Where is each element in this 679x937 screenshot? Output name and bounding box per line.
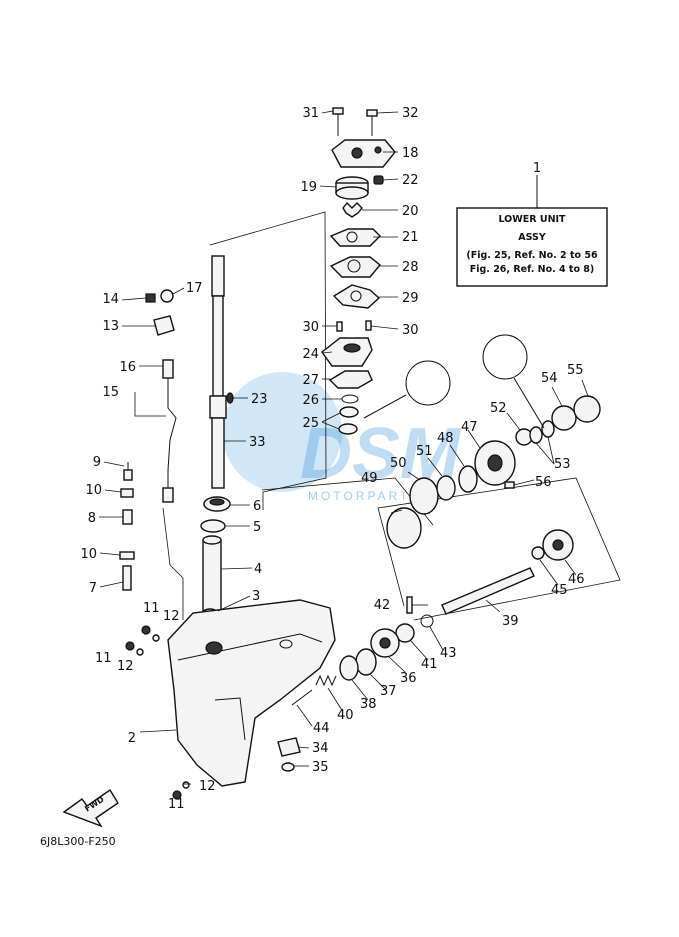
callout-43: 43 (440, 646, 457, 661)
callout-55: 55 (567, 363, 584, 378)
watermark: DSM MOTORPARTS (222, 372, 462, 503)
callout-labels: 1 2 3 4 5 6 7 8 9 10 10 11 11 11 12 12 1… (80, 106, 584, 812)
drive-shaft (200, 255, 234, 620)
callout-3: 3 (252, 589, 260, 604)
callout-49: 49 (361, 471, 378, 486)
assy-info-box: LOWER UNIT ASSY (Fig. 25, Ref. No. 2 to … (456, 175, 608, 287)
callout-17: 17 (186, 281, 203, 296)
callout-8: 8 (88, 511, 96, 526)
small-fasteners (125, 625, 190, 800)
callout-2: 2 (128, 731, 136, 746)
callout-40: 40 (337, 708, 354, 723)
drawing-code: 6J8L300-F250 (40, 835, 116, 848)
callout-6: 6 (253, 499, 261, 514)
callout-48: 48 (437, 431, 454, 446)
callout-21: 21 (402, 230, 419, 245)
callout-14: 14 (102, 292, 119, 307)
callout-24: 24 (302, 347, 319, 362)
forward-arrow-icon: FWD (62, 789, 119, 828)
callout-42: 42 (374, 598, 391, 613)
lower-unit-housing (167, 599, 336, 787)
callout-53: 53 (554, 457, 571, 472)
callout-39: 39 (502, 614, 519, 629)
callout-44: 44 (313, 721, 330, 736)
callout-34: 34 (312, 741, 329, 756)
callout-31: 31 (302, 106, 319, 121)
callout-37: 37 (380, 684, 397, 699)
watermark-text: DSM (300, 414, 462, 494)
callout-35: 35 (312, 760, 329, 775)
callout-33: 33 (249, 435, 266, 450)
callout-15: 15 (102, 385, 119, 400)
callout-20: 20 (402, 204, 419, 219)
callout-38: 38 (360, 697, 377, 712)
callout-11b: 11 (95, 651, 112, 666)
callout-12a: 12 (163, 609, 180, 624)
callout-52: 52 (490, 401, 507, 416)
callout-16: 16 (119, 360, 136, 375)
callout-5: 5 (253, 520, 261, 535)
callout-1: 1 (533, 161, 541, 176)
water-pump-stack (321, 107, 396, 435)
callout-47: 47 (461, 420, 478, 435)
watermark-globe-icon (222, 372, 342, 492)
callout-19: 19 (300, 180, 317, 195)
leader-lines (99, 110, 589, 785)
callout-50: 50 (390, 456, 407, 471)
callout-7: 7 (89, 581, 97, 596)
callout-10b: 10 (80, 547, 97, 562)
callout-26: 26 (302, 393, 319, 408)
callout-54: 54 (541, 371, 558, 386)
assy-box-line4: Fig. 26, Ref. No. 4 to 8) (470, 264, 595, 275)
callout-30a: 30 (302, 320, 319, 335)
callout-30b: 30 (402, 323, 419, 338)
callout-41: 41 (421, 657, 438, 672)
callout-45: 45 (551, 583, 568, 598)
callout-36: 36 (400, 671, 417, 686)
callout-18: 18 (402, 146, 419, 161)
callout-22: 22 (402, 173, 419, 188)
callout-13: 13 (102, 319, 119, 334)
callout-11a: 11 (143, 601, 160, 616)
assy-box-line1: LOWER UNIT (498, 214, 566, 225)
callout-29: 29 (402, 291, 419, 306)
callout-12b: 12 (117, 659, 134, 674)
callout-23: 23 (251, 392, 268, 407)
assy-box-line2: ASSY (518, 232, 546, 243)
callout-11c: 11 (168, 797, 185, 812)
callout-32: 32 (402, 106, 419, 121)
callout-9: 9 (93, 455, 101, 470)
callout-10a: 10 (85, 483, 102, 498)
callout-25: 25 (302, 416, 319, 431)
shift-parts (119, 289, 177, 591)
assy-box-line3: (Fig. 25, Ref. No. 2 to 56 (466, 250, 598, 261)
callout-12c: 12 (199, 779, 216, 794)
callout-4: 4 (254, 562, 262, 577)
callout-56: 56 (535, 475, 552, 490)
callout-28: 28 (402, 260, 419, 275)
callout-51: 51 (416, 444, 433, 459)
callout-46: 46 (568, 572, 585, 587)
callout-27: 27 (302, 373, 319, 388)
watermark-subtext: MOTORPARTS (308, 489, 421, 503)
